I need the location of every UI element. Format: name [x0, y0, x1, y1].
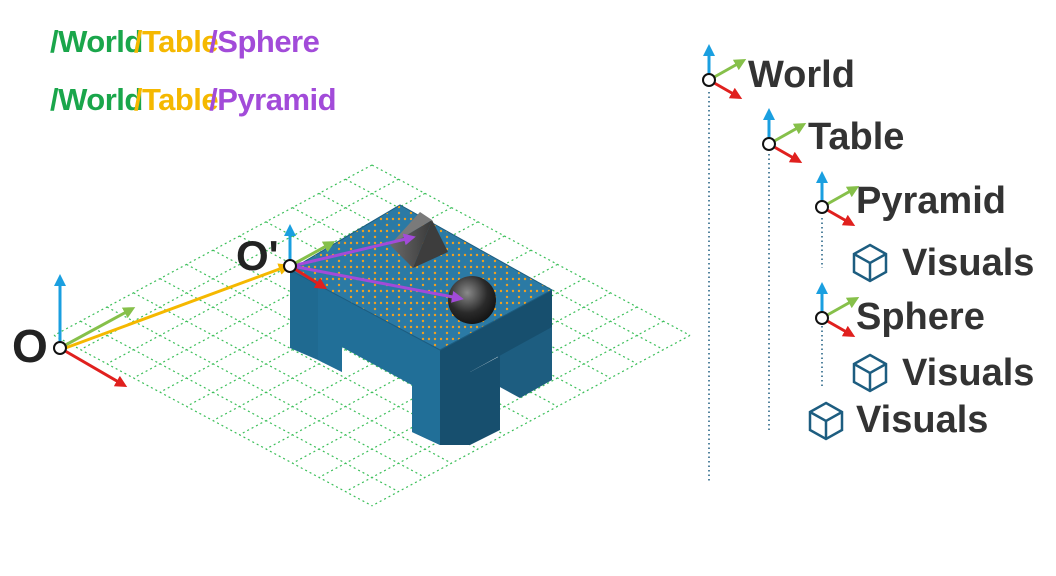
tree-node-pyramid-visuals[interactable]: Visuals [902, 242, 1035, 284]
table-side-face [440, 290, 552, 445]
frame-axes-icon [815, 171, 860, 226]
tree-node-pyramid[interactable]: Pyramid [856, 180, 1006, 222]
tree-node-table-visuals[interactable]: Visuals [856, 399, 989, 441]
path-table-segment: /Table [133, 82, 219, 117]
tree-connectors [708, 92, 823, 482]
frame-axes-icon [762, 108, 807, 163]
tree-node-sphere-visuals[interactable]: Visuals [902, 352, 1035, 394]
world-origin-label: O [12, 320, 48, 372]
tree-node-table[interactable]: Table [808, 116, 905, 158]
path-world-segment: /World [50, 82, 143, 117]
path-pyramid: /World/Table/Pyramid [50, 82, 337, 118]
path-sphere-segment: /Sphere [209, 24, 320, 59]
path-table-segment: /Table [133, 24, 219, 59]
world-frame-axes [53, 274, 136, 388]
cube-icon [852, 243, 888, 283]
sphere-model [448, 276, 496, 324]
tree-node-world[interactable]: World [748, 54, 855, 96]
table-origin-label: O' [236, 232, 279, 279]
cube-icon [852, 353, 888, 393]
table-to-sphere-vector [291, 264, 464, 303]
table-model [288, 204, 554, 445]
cube-icon [808, 401, 844, 441]
frame-axes-icon [815, 282, 860, 337]
path-pyramid-segment: /Pyramid [209, 82, 337, 117]
table-to-pyramid-vector [291, 233, 416, 268]
world-to-table-vector [59, 263, 291, 352]
tree-node-sphere[interactable]: Sphere [856, 296, 985, 338]
path-sphere: /World/Table/Sphere [50, 24, 320, 60]
path-world-segment: /World [50, 24, 143, 59]
frame-axes-icon [702, 44, 747, 99]
table-frame-axes [283, 224, 336, 290]
